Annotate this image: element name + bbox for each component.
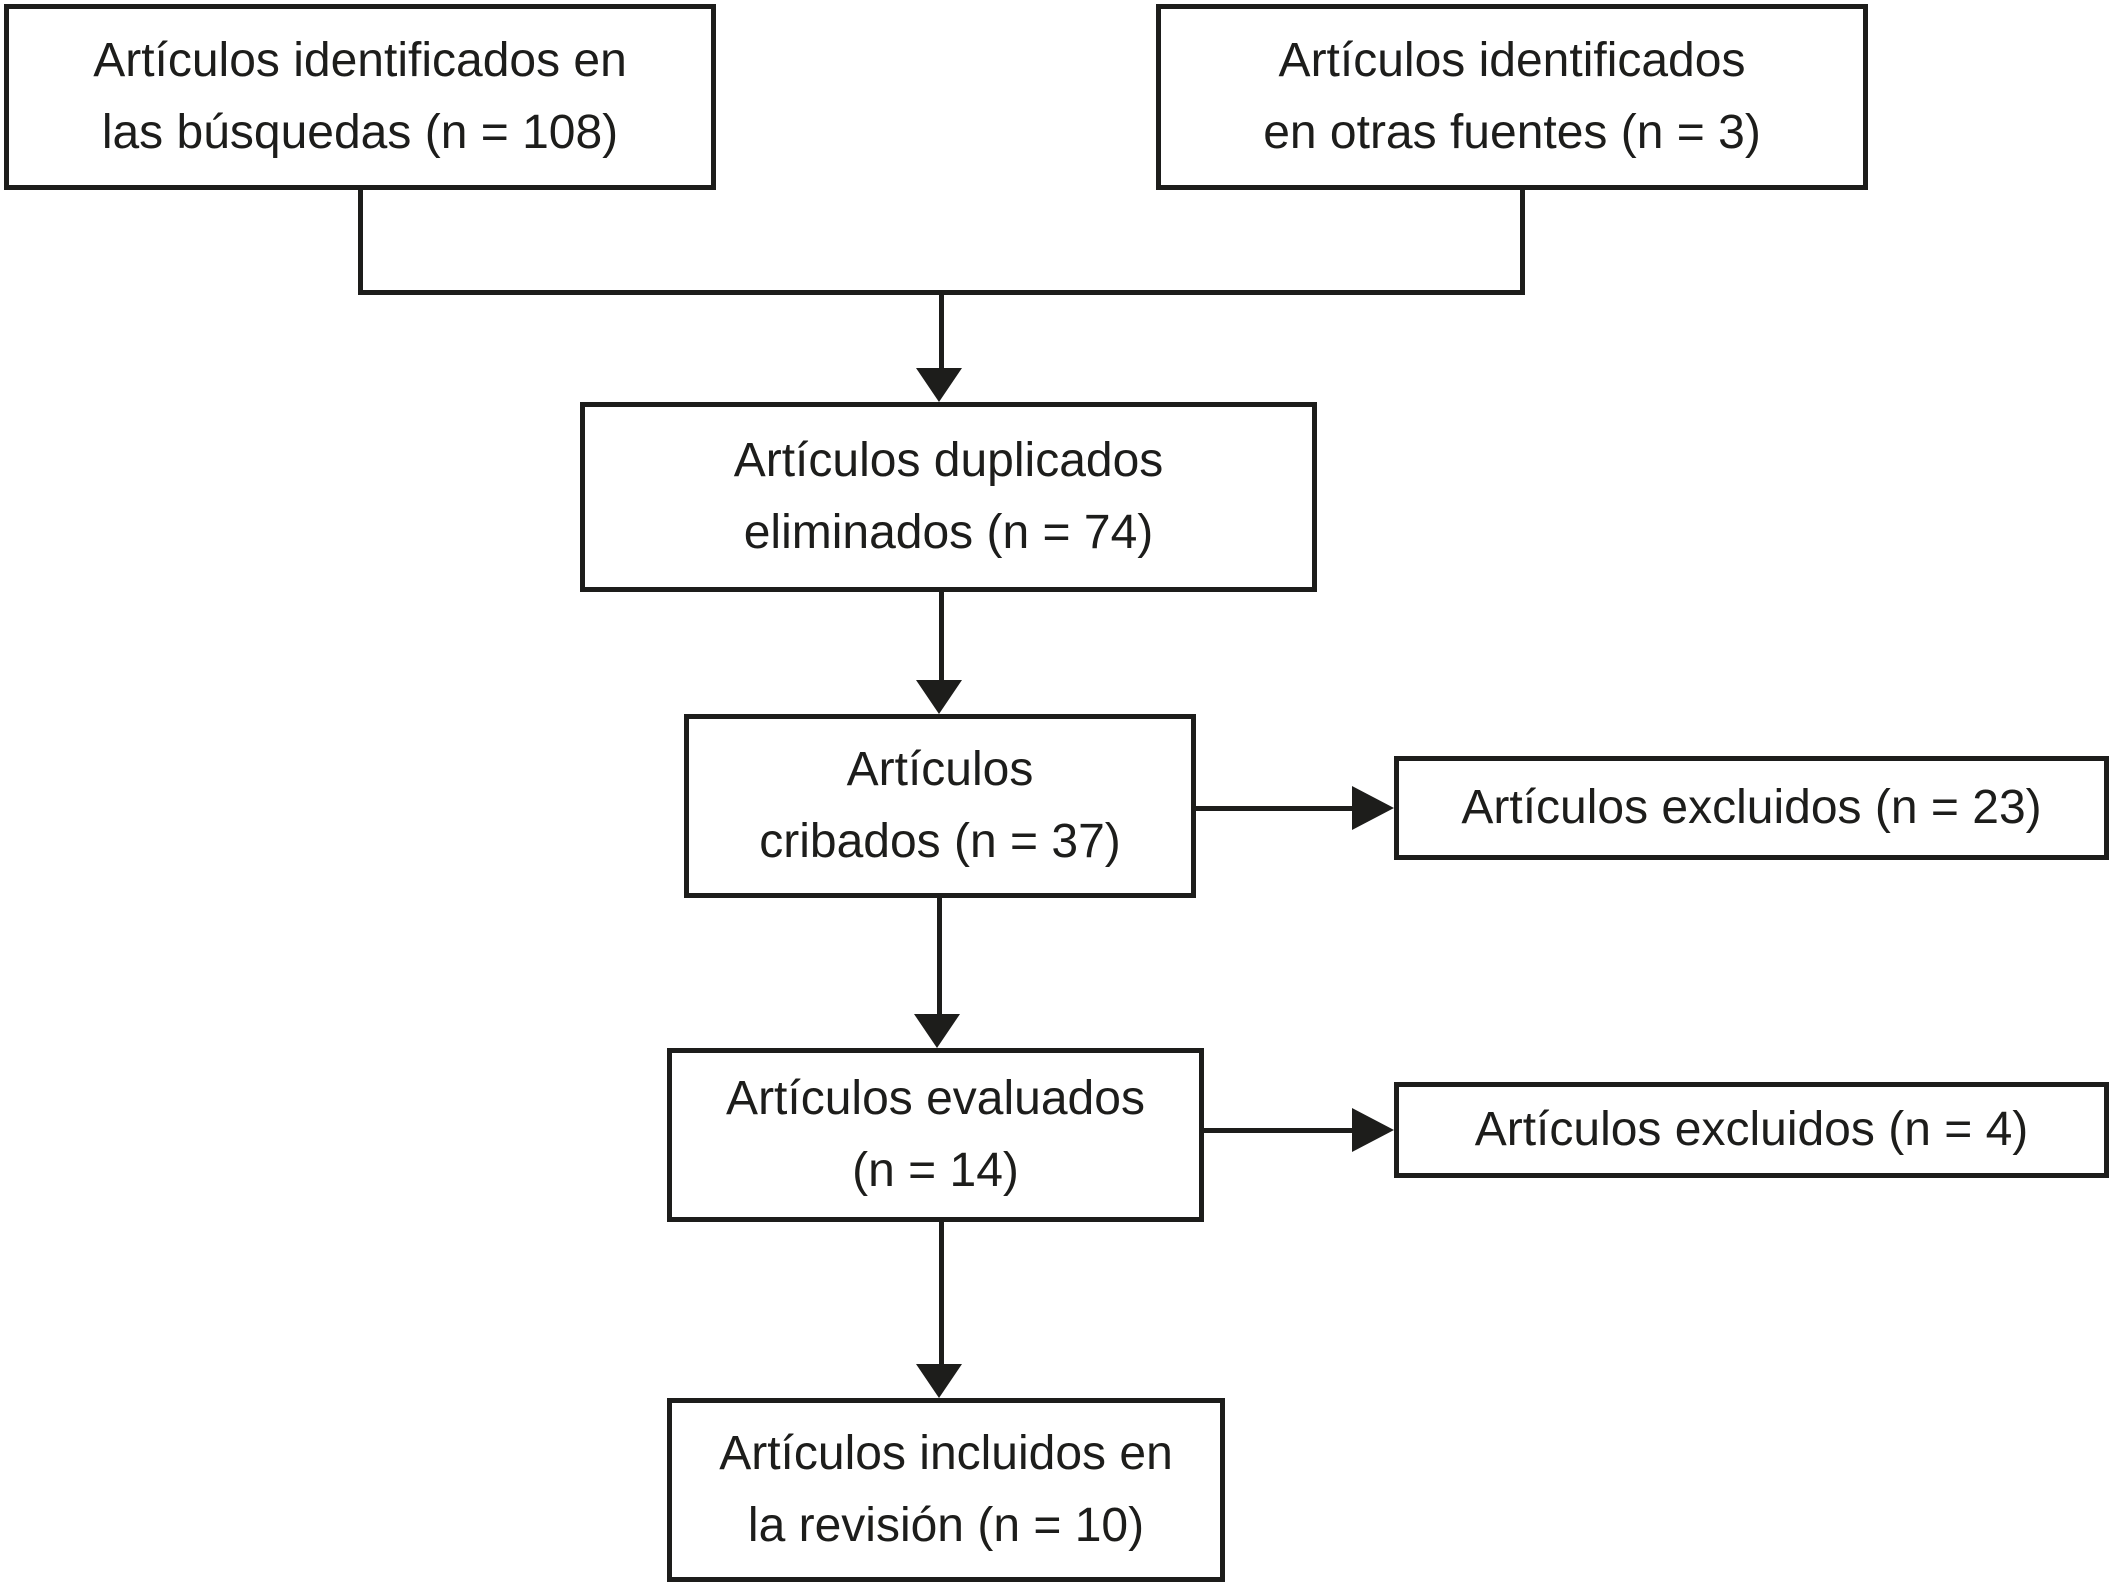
- node-text-line: en otras fuentes (n = 3): [1263, 106, 1761, 159]
- connector-other-sources-drop-line: [1520, 188, 1525, 295]
- node-text-line: Artículos identificados: [1278, 34, 1746, 87]
- node-text-line: Artículos identificados en: [93, 34, 627, 87]
- arrowhead-down-to-screened-icon: [916, 680, 962, 714]
- node-text-line: la revisión (n = 10): [747, 1499, 1145, 1552]
- node-text-line: Artículos excluidos (n = 4): [1474, 1103, 2029, 1156]
- node-text-line: Artículos excluidos (n = 23): [1461, 781, 2042, 834]
- node-text-line: eliminados (n = 74): [743, 506, 1154, 559]
- node-text-line: las búsquedas (n = 108): [101, 106, 619, 159]
- connector-merge-horizontal-line: [358, 290, 1525, 295]
- connector-assessed-to-excluded-line: [1201, 1128, 1354, 1133]
- arrowhead-down-to-included-icon: [916, 1364, 962, 1398]
- node-articles-assessed: Artículos evaluados (n = 14): [667, 1048, 1204, 1222]
- node-articles-included-review: Artículos incluidos en la revisión (n = …: [667, 1398, 1225, 1582]
- node-text-line: (n = 14): [852, 1144, 1019, 1197]
- arrowhead-down-to-duplicates-icon: [916, 368, 962, 402]
- node-text-line: Artículos: [846, 743, 1034, 796]
- node-articles-excluded-assessment: Artículos excluidos (n = 4): [1394, 1082, 2109, 1178]
- arrowhead-down-to-assessed-icon: [914, 1014, 960, 1048]
- connector-merge-to-duplicates-line: [939, 295, 944, 370]
- connector-searches-drop-line: [358, 188, 363, 295]
- node-articles-identified-searches: Artículos identificados en las búsquedas…: [4, 4, 716, 190]
- node-duplicate-articles-removed: Artículos duplicados eliminados (n = 74): [580, 402, 1317, 592]
- node-articles-identified-other-sources: Artículos identificados en otras fuentes…: [1156, 4, 1868, 190]
- connector-duplicates-to-screened-line: [939, 592, 944, 682]
- node-text-line: Artículos evaluados: [726, 1072, 1145, 1125]
- node-text-line: Artículos incluidos en: [719, 1427, 1173, 1480]
- node-text-line: cribados (n = 37): [759, 815, 1121, 868]
- connector-screened-to-excluded-line: [1194, 806, 1354, 811]
- arrowhead-right-to-excluded-screening-icon: [1352, 786, 1394, 830]
- node-text-line: Artículos duplicados: [733, 434, 1164, 487]
- connector-screened-to-assessed-line: [937, 896, 942, 1016]
- node-articles-excluded-screening: Artículos excluidos (n = 23): [1394, 756, 2109, 860]
- connector-assessed-to-included-line: [939, 1220, 944, 1366]
- arrowhead-right-to-excluded-assessment-icon: [1352, 1108, 1394, 1152]
- node-articles-screened: Artículos cribados (n = 37): [684, 714, 1196, 898]
